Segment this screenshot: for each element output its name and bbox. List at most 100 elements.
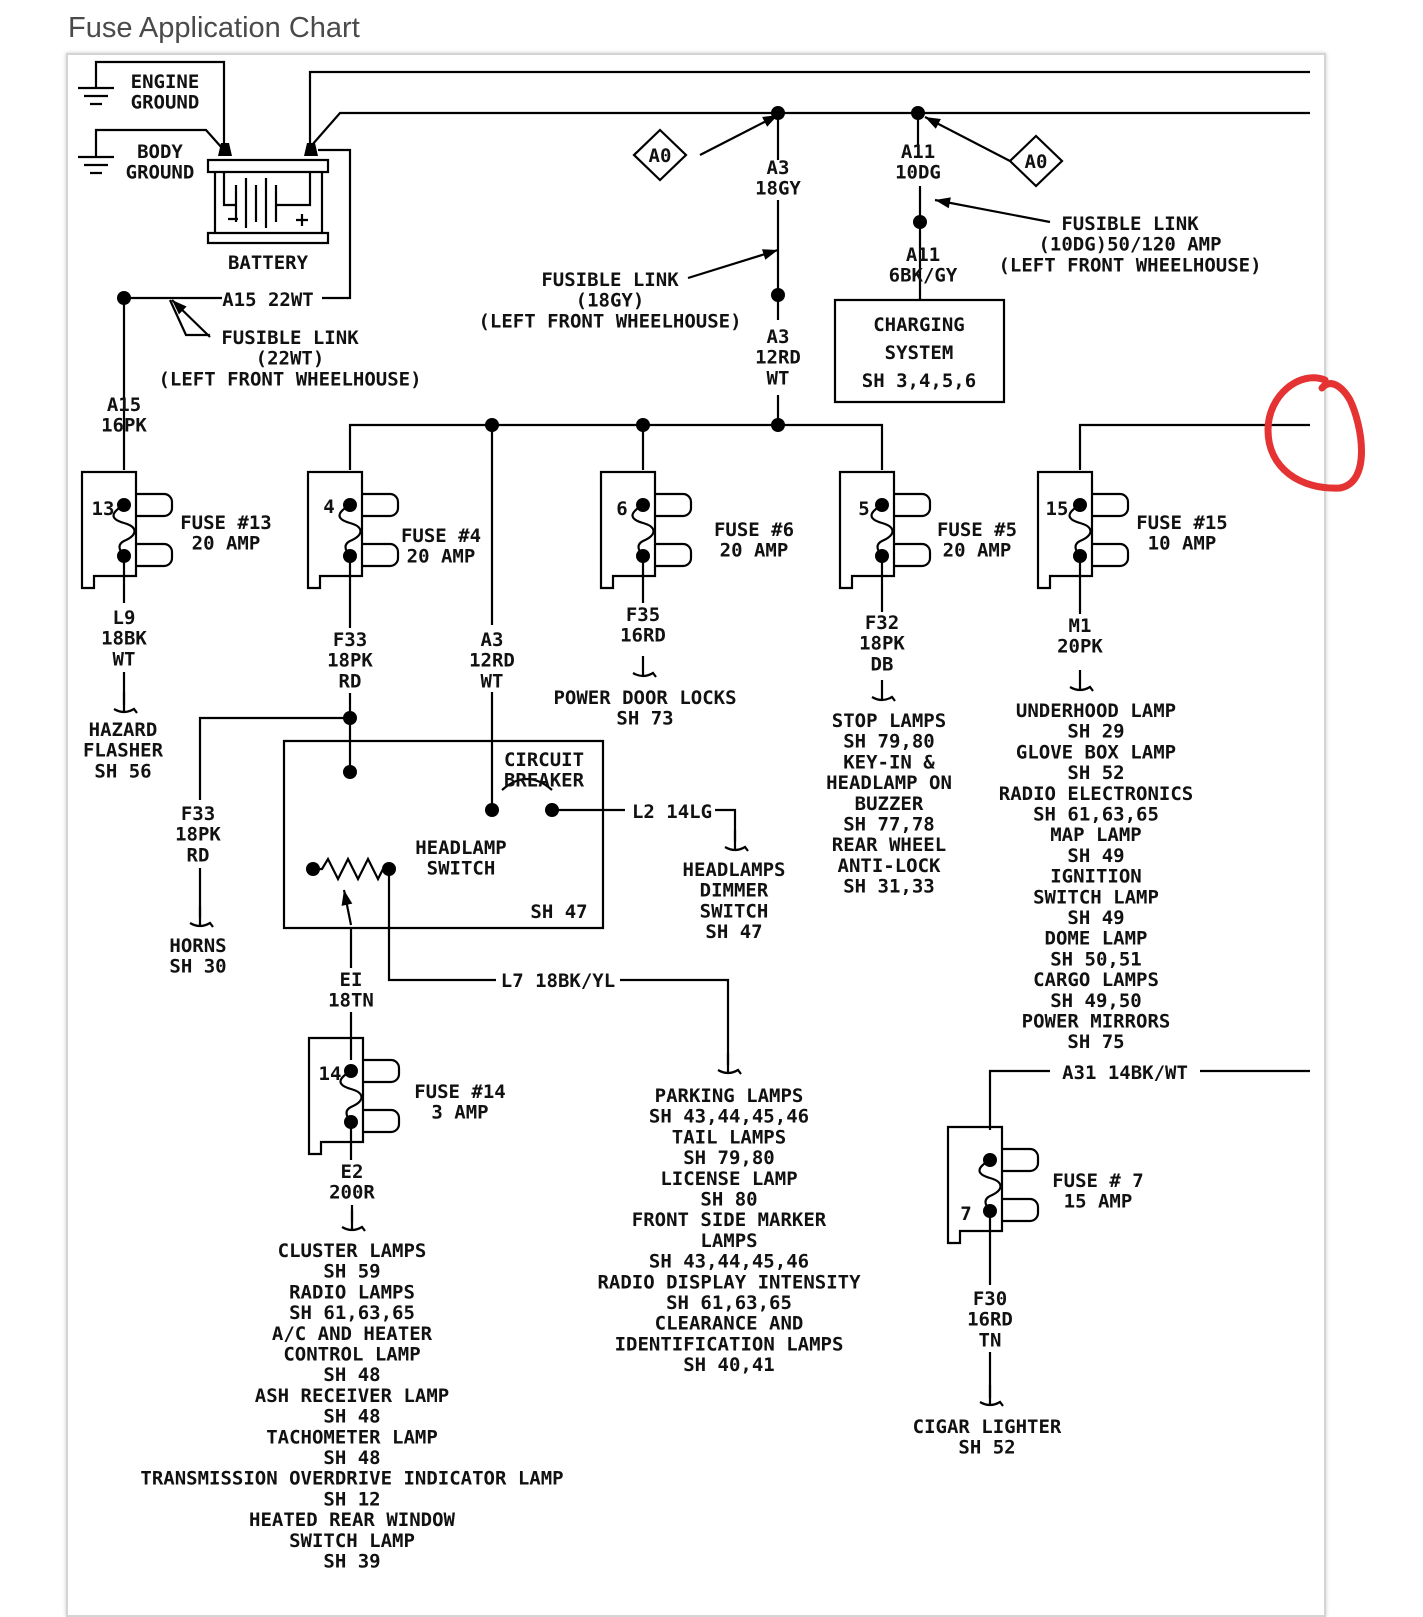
stop-lamps-label: KEY-IN & [843, 751, 935, 773]
battery-positive-terminal [304, 143, 318, 156]
connector-icon [341, 1210, 366, 1232]
cluster-lamps-label: SH 48 [323, 1364, 380, 1386]
a11-6bkgy-label: 6BK/GY [889, 265, 958, 287]
f30-label: F30 [973, 1288, 1007, 1310]
a0-left-diamond [632, 128, 688, 182]
connector-icon [979, 1385, 1004, 1407]
fuse7-num-label: 7 [960, 1203, 971, 1225]
cluster-lamps-label: SH 12 [323, 1488, 380, 1510]
fuse4-num-label: 4 [323, 496, 334, 518]
stop-lamps-label: BUZZER [855, 793, 924, 815]
cluster-lamps-label: SH 39 [323, 1551, 380, 1573]
m1-label: M1 [1069, 615, 1092, 637]
fuse6-terminals [655, 492, 693, 568]
fuse6-label: FUSE #6 [714, 519, 794, 541]
fuse4-terminals [362, 492, 400, 568]
fusible-link-10dg-label: FUSIBLE LINK [1061, 213, 1199, 235]
engine-ground-label: GROUND [131, 92, 200, 114]
fuse5-terminals [894, 492, 932, 568]
battery-negative-terminal [218, 143, 232, 156]
connector-icon [871, 680, 896, 702]
fuse5-label: FUSE #5 [937, 519, 1017, 541]
underhood-label: SH 49 [1067, 907, 1124, 929]
headlamp-switch-sh-label: SH 47 [530, 901, 587, 923]
stop-lamps-label: SH 77,78 [843, 814, 935, 836]
arrow-icon [762, 249, 778, 260]
horns-label: SH 30 [169, 956, 226, 978]
wire [387, 869, 730, 1065]
wire [198, 716, 350, 918]
f33-top-label: 18PK [327, 650, 373, 672]
a3-12rd-wt-top-label: 12RD [755, 347, 801, 369]
stop-lamps-label: STOP LAMPS [832, 710, 946, 732]
fuse14-num-label: 14 [319, 1063, 342, 1085]
junction-dot [636, 498, 650, 512]
fuse6-element-icon [631, 504, 655, 557]
cluster-lamps-label: SH 61,63,65 [289, 1302, 415, 1324]
leader-line [934, 198, 1051, 224]
fusible-link-18gy-label: (LEFT FRONT WHEELHOUSE) [478, 310, 741, 332]
a31-wire [988, 1069, 1310, 1130]
underhood-label: SH 50,51 [1050, 948, 1142, 970]
underhood-label: SH 61,63,65 [1033, 804, 1159, 826]
a3-12rd-wt-label: 12RD [469, 650, 515, 672]
fuse5-num-label: 5 [858, 498, 869, 520]
connector-icon [724, 830, 749, 852]
f33-left-label: 18PK [175, 824, 221, 846]
stop-lamps-label: HEADLAMP ON [826, 772, 952, 794]
a3-12rd-wt-top-label: WT [767, 367, 790, 389]
connector-icon [113, 692, 138, 714]
headlamps-dimmer-label: HEADLAMPS [683, 859, 786, 881]
engine-ground-label: ENGINE [131, 71, 200, 93]
junction-dot [117, 291, 131, 305]
parking-lamps-label: SH 61,63,65 [666, 1292, 792, 1314]
stop-lamps-label: ANTI-LOCK [838, 855, 942, 877]
stop-lamps-label: SH 79,80 [843, 731, 935, 753]
fuse14-terminals [363, 1058, 401, 1134]
fuse15-label: FUSE #15 [1136, 512, 1228, 534]
battery-icon [206, 158, 330, 245]
underhood-label: GLOVE BOX LAMP [1016, 741, 1176, 763]
hazard-flasher-label: FLASHER [83, 740, 164, 762]
a3-12rd-wt-label: A3 [481, 629, 504, 651]
ground-icon [78, 155, 114, 175]
junction-dot [485, 803, 499, 817]
underhood-label: MAP LAMP [1050, 824, 1142, 846]
junction-dot [1073, 498, 1087, 512]
headlamp-switch-label: HEADLAMP [415, 837, 507, 859]
fuse13-terminals [136, 492, 174, 568]
wires [78, 60, 1365, 1407]
f32-label: DB [871, 653, 894, 675]
horns-label: HORNS [169, 935, 226, 957]
underhood-label: SWITCH LAMP [1033, 886, 1159, 908]
rheostat-icon [313, 856, 389, 882]
connector-icon [717, 1053, 742, 1075]
cluster-lamps-label: SH 48 [323, 1406, 380, 1428]
f30-label: 16RD [967, 1309, 1013, 1331]
cluster-lamps-label: TACHOMETER LAMP [266, 1426, 438, 1448]
circuit-breaker-label: CIRCUIT [504, 749, 584, 771]
parking-lamps-label: FRONT SIDE MARKER [632, 1209, 827, 1231]
f32-label: 18PK [859, 633, 905, 655]
body-ground-label: BODY [137, 141, 183, 163]
charging-system-box [833, 298, 1006, 404]
ground-icon [78, 86, 114, 106]
fusible-link-10dg-label: (10DG)50/120 AMP [1038, 234, 1221, 256]
underhood-label: SH 49,50 [1050, 990, 1142, 1012]
fuse14-element-icon [339, 1070, 363, 1123]
fusible-link-22wt-label: (LEFT FRONT WHEELHOUSE) [158, 368, 421, 390]
junction-dot [343, 765, 357, 779]
fuse4-element-icon [338, 504, 362, 557]
battery-polarity-icon [228, 214, 308, 226]
underhood-label: CARGO LAMPS [1033, 969, 1159, 991]
arrow-icon [935, 197, 951, 209]
fusible-link-10dg-label: (LEFT FRONT WHEELHOUSE) [998, 254, 1261, 276]
cluster-lamps-label: SH 59 [323, 1261, 380, 1283]
fuse5-body [838, 470, 896, 590]
fuse14-label: FUSE #14 [414, 1081, 506, 1103]
fuse15-element-icon [1068, 504, 1092, 557]
f32-label: F32 [865, 612, 899, 634]
fusible-link-22wt-label: FUSIBLE LINK [221, 327, 359, 349]
parking-lamps-label: SH 80 [700, 1189, 757, 1211]
fuse5-element-icon [870, 504, 894, 557]
